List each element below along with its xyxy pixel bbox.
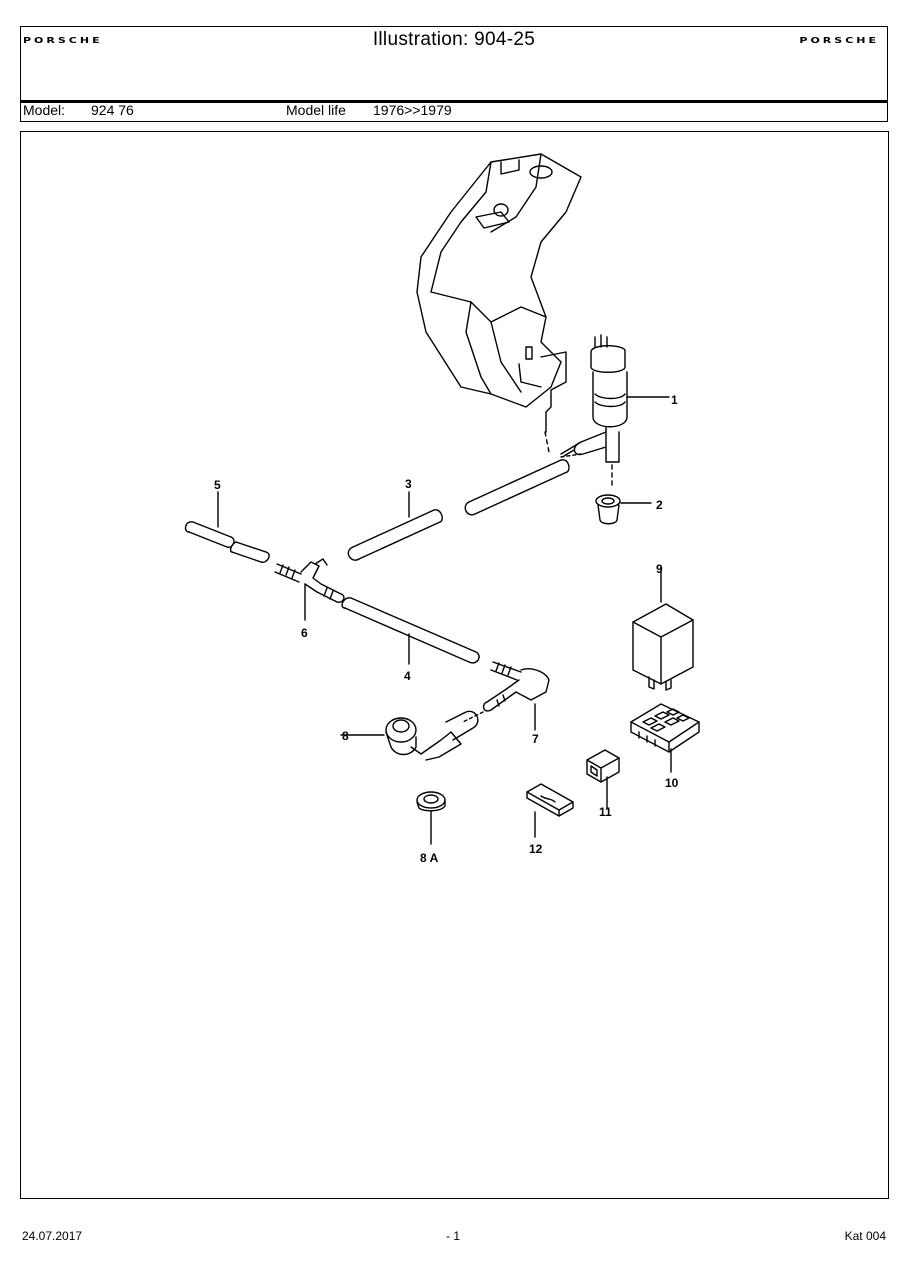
washer-reservoir — [416, 153, 582, 433]
callout-5: 5 — [214, 478, 221, 492]
callout-8: 8 — [342, 729, 349, 743]
parts-illustration: 1 2 3 4 5 6 7 8 8 A 9 10 11 12 — [20, 131, 889, 1199]
footer-page-number: - 1 — [446, 1229, 461, 1243]
footer-catalog: Kat 004 — [844, 1229, 886, 1243]
footer-date: 24.07.2017 — [22, 1229, 83, 1243]
nut-8a — [416, 791, 446, 845]
hose-3 — [347, 459, 570, 561]
model-label: Model: — [23, 102, 66, 118]
model-life-value: 1976>>1979 — [373, 102, 452, 118]
hose-4 — [341, 597, 480, 665]
cover-12 — [526, 783, 574, 838]
angle-connector-7 — [462, 661, 550, 731]
hose-5 — [184, 491, 270, 563]
leader-pump-hose — [560, 453, 582, 458]
washer-pump-1 — [560, 334, 670, 463]
callout-7: 7 — [532, 732, 539, 746]
header-box: PORSCHE Illustration: 904-25 PORSCHE Mod… — [20, 26, 888, 122]
callout-12: 12 — [529, 842, 543, 856]
callout-9: 9 — [656, 562, 663, 576]
model-row: Model: 924 76 Model life 1976>>1979 — [21, 102, 887, 120]
callout-4: 4 — [404, 669, 411, 683]
callout-11: 11 — [599, 805, 612, 819]
relay-socket-10 — [630, 703, 700, 773]
callout-2: 2 — [656, 498, 663, 512]
page-title: Illustration: 904-25 — [372, 29, 536, 50]
callout-1: 1 — [671, 393, 678, 407]
relay-9 — [632, 566, 694, 691]
exploded-parts-drawing: 1 2 3 4 5 6 7 8 8 A 9 10 11 12 — [184, 153, 700, 865]
callout-6: 6 — [301, 626, 308, 640]
callout-10: 10 — [665, 776, 679, 790]
callout-8a: 8 A — [420, 851, 439, 865]
header-divider — [21, 100, 887, 103]
model-value: 924 76 — [91, 102, 134, 118]
porsche-logo-left: PORSCHE — [23, 36, 103, 46]
leader-reservoir — [544, 431, 550, 453]
model-life-label: Model life — [286, 102, 346, 118]
grommet-2 — [595, 494, 652, 525]
porsche-logo-right: PORSCHE — [799, 36, 879, 46]
plug-housing-11 — [586, 749, 620, 809]
washer-nozzle-8 — [340, 710, 479, 761]
t-connector-6 — [274, 558, 345, 621]
callout-3: 3 — [405, 477, 412, 491]
